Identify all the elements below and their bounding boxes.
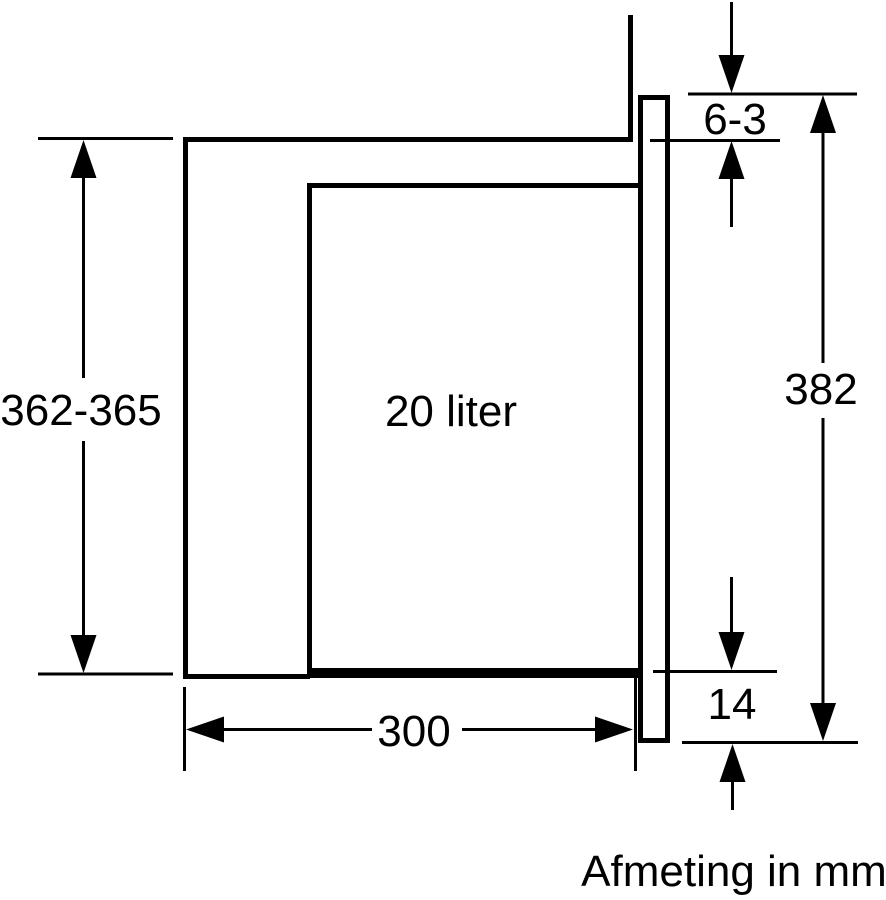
capacity-label: 20 liter [385,387,517,436]
cavity-outline [307,183,638,671]
arrowhead-up-icon [718,141,745,179]
arrowhead-down-icon [718,55,745,93]
front-frame-panel [638,95,670,743]
arrowhead-up-icon [70,140,97,178]
dim-top-overlap-label: 6-3 [703,95,767,144]
arrowhead-up-icon [810,95,836,133]
arrowhead-left-icon [186,716,224,743]
dim-niche-height-label: 362-365 [0,386,161,435]
dim-frame-height-label: 382 [784,365,857,414]
arrowhead-down-icon [810,703,836,741]
dim-bottom-overlap-label: 14 [708,680,757,729]
units-note: Afmeting in mm [581,847,886,896]
niche-outline [183,15,633,679]
arrowhead-down-icon [718,632,745,670]
arrowhead-up-icon [719,744,746,782]
arrowhead-right-icon [595,716,633,743]
dim-niche-depth-label: 300 [377,707,450,756]
arrowhead-down-icon [70,635,97,673]
